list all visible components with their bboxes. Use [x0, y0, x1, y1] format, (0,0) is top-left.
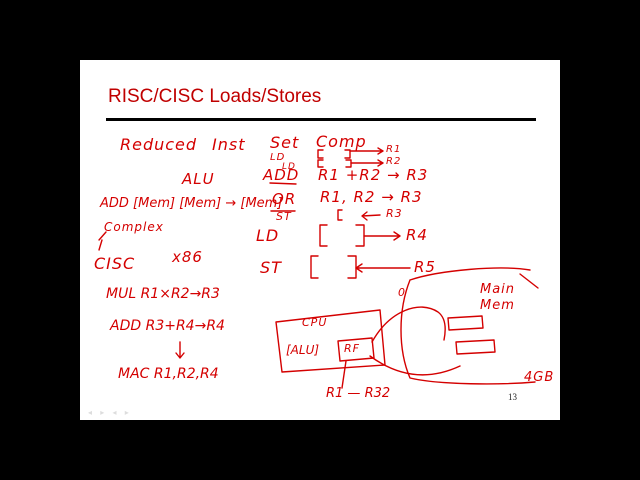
- text-complex: Complex: [104, 220, 164, 234]
- complex-caret: [98, 231, 107, 251]
- bracket-ld-right: [355, 224, 365, 247]
- text-r2: R2: [386, 156, 402, 167]
- text-alu-box: [ALU]: [286, 343, 320, 357]
- bracket-st-small: [337, 209, 343, 221]
- text-add2: ADD R3+R4→R4: [110, 318, 225, 334]
- text-r3-small: R3: [386, 207, 403, 220]
- text-main-mem: Main Mem: [480, 282, 516, 313]
- text-reduced: Reduced: [120, 135, 198, 154]
- text-st-small: ST: [276, 210, 292, 223]
- text-inst: Inst: [212, 135, 246, 154]
- bus-bottom: [369, 355, 461, 376]
- text-rf: RF: [344, 342, 360, 355]
- text-mac: MAC R1,R2,R4: [118, 366, 219, 382]
- arrow-r1: [349, 147, 384, 155]
- bus-top: [371, 306, 446, 343]
- text-cisc: CISC: [94, 254, 136, 273]
- add-underline: [269, 182, 297, 185]
- text-alu: ALU: [182, 170, 215, 188]
- text-set: Set: [270, 133, 300, 152]
- rf-range-pointer: [341, 360, 347, 389]
- text-r4: R4: [406, 226, 428, 244]
- bracket-r1: [317, 149, 324, 159]
- text-add-mem: ADD [Mem] [Mem] → [Mem]: [100, 196, 283, 211]
- text-or-op: OR: [272, 190, 297, 208]
- arrow-r4: [363, 231, 401, 241]
- arrow-r2: [350, 159, 384, 167]
- text-r1: R1: [386, 144, 402, 155]
- bracket-ld: [319, 224, 328, 247]
- arrow-r3-small: [361, 211, 381, 221]
- text-comp: Comp: [316, 132, 367, 151]
- text-or-regs: R1, R2 → R3: [320, 188, 423, 206]
- slide-title: RISC/CISC Loads/Stores: [108, 86, 322, 107]
- text-ld-small-1: LD: [270, 152, 286, 163]
- bracket-r1-right: [344, 149, 351, 159]
- text-cpu: CPU: [302, 316, 328, 329]
- arrow-r5: [355, 263, 411, 273]
- slide-nav-icons[interactable]: ◂ ▸ ◂ ▸: [88, 408, 132, 417]
- text-zero: 0: [398, 286, 406, 299]
- bracket-st-right: [347, 255, 357, 279]
- memory-outline: [400, 267, 536, 385]
- slide: RISC/CISC Loads/Stores: [80, 60, 560, 420]
- text-regs-range: R1 — R32: [326, 386, 391, 401]
- down-arrow: [175, 341, 185, 359]
- text-ld-small-2: LD: [282, 162, 296, 172]
- text-add-regs: R1 +R2 → R3: [318, 166, 429, 184]
- text-r5: R5: [414, 258, 436, 276]
- ink-annotations: [98, 147, 539, 389]
- memory-pointer: [519, 273, 539, 289]
- text-ld: LD: [256, 226, 280, 245]
- page-number: 13: [508, 392, 517, 402]
- text-mul: MUL R1×R2→R3: [106, 286, 220, 302]
- bracket-r2: [317, 159, 324, 168]
- bracket-st: [310, 255, 319, 279]
- text-st: ST: [260, 258, 282, 277]
- cpu-box: [275, 309, 386, 373]
- memory-slot-2: [455, 339, 496, 355]
- memory-slot-1: [447, 315, 484, 331]
- text-4gb: 4GB: [524, 370, 555, 385]
- title-underline: [106, 118, 536, 121]
- text-add-op: ADD: [263, 166, 300, 184]
- text-x86: x86: [172, 248, 203, 266]
